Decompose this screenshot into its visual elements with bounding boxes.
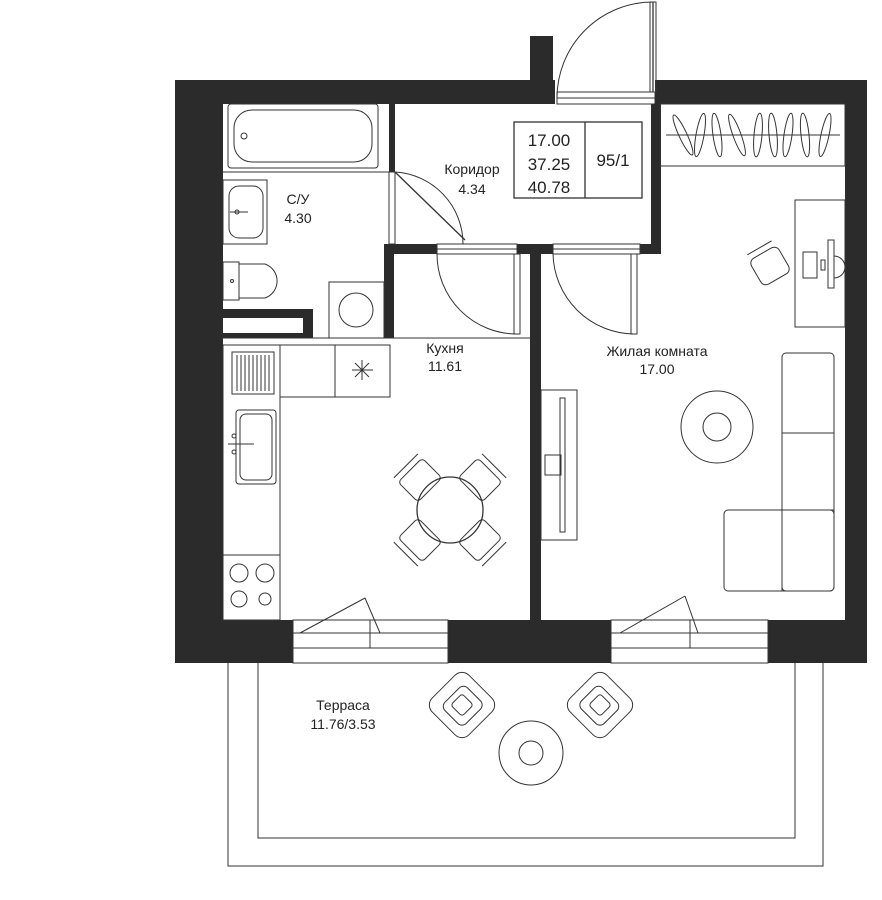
kitchen-sink [228, 409, 277, 485]
terrace-name: Терраса [316, 697, 370, 713]
desk [794, 199, 846, 328]
bathtub [227, 103, 379, 169]
washing-machine [328, 281, 385, 339]
kitchen-door [436, 243, 521, 335]
bathroom-sink [222, 179, 268, 245]
living-area: 17.00 [639, 361, 674, 377]
summary-living-area: 17.00 [528, 131, 571, 150]
bathroom-area: 4.30 [284, 210, 311, 226]
bathroom-door [388, 171, 466, 245]
terrace-outline [227, 663, 824, 867]
kitchen-name: Кухня [426, 340, 463, 356]
terrace-area: 11.76/3.53 [310, 716, 375, 732]
dining-chair [393, 519, 441, 567]
summary-total-with-terrace: 40.78 [528, 178, 571, 197]
wardrobe [659, 103, 846, 167]
stove [223, 554, 280, 608]
terrace-table [498, 720, 564, 786]
dish-rack [231, 351, 275, 395]
living-name: Жилая комната [606, 343, 707, 359]
summary-total-area: 37.25 [528, 155, 571, 174]
living-window [610, 595, 769, 664]
kitchen-area: 11.61 [428, 358, 462, 374]
kitchen-window [292, 597, 449, 664]
desk-chair [747, 240, 790, 286]
hood-icon [352, 360, 373, 380]
sofa [723, 352, 835, 592]
room-labels: С/У 4.30 Коридор 4.34 Кухня 11.61 Жилая … [284, 161, 707, 732]
terrace-armchair [566, 671, 634, 739]
dining-chair [393, 453, 441, 501]
corridor-area: 4.34 [458, 181, 485, 197]
corridor-name: Коридор [444, 161, 500, 177]
entrance-door [556, 1, 657, 105]
walls [175, 36, 867, 663]
kitchen-counter [222, 344, 391, 621]
rug [680, 390, 754, 464]
bathroom-name: С/У [287, 191, 310, 207]
dining-chair [459, 453, 507, 501]
summary-box: 17.00 37.25 40.78 95/1 [513, 121, 643, 199]
toilet [222, 261, 278, 301]
living-door [552, 243, 641, 335]
tv-stand [540, 389, 578, 541]
dining-table [416, 476, 484, 544]
dining-chair [459, 519, 507, 567]
terrace-armchair [428, 671, 496, 739]
apartment-number: 95/1 [596, 151, 629, 170]
